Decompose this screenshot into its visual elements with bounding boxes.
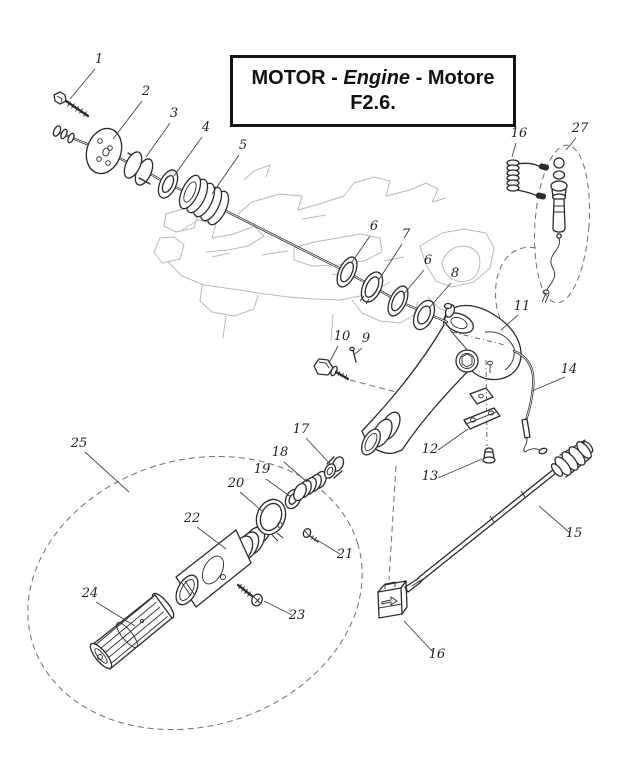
part-label-2-1: 2 <box>141 84 150 99</box>
leader-line-4-3 <box>173 136 203 177</box>
leader-line-15-17 <box>538 505 571 534</box>
title-line-2: F2.6. <box>350 92 396 114</box>
leader-line-19-22 <box>265 478 292 498</box>
part-label-20-23: 20 <box>227 476 245 491</box>
leader-line-27-10 <box>565 137 577 151</box>
screw-21 <box>302 528 319 543</box>
pin-screw <box>349 346 357 363</box>
part-label-25-19: 25 <box>70 436 88 451</box>
washer-plate-disc <box>85 127 123 175</box>
leader-line-23-26 <box>263 600 293 616</box>
part-label-5-4: 5 <box>239 138 247 153</box>
friction-bushing <box>323 456 345 479</box>
leader-line-13-16 <box>437 458 483 479</box>
bushing-spacer <box>123 151 154 186</box>
part-label-1-0: 1 <box>95 52 103 67</box>
part-label-24-27: 24 <box>81 586 99 601</box>
leader-line-20-23 <box>239 491 263 512</box>
leader-line-2-1 <box>112 100 143 140</box>
part-label-15-17: 15 <box>566 526 583 541</box>
part-label-12-15: 12 <box>422 442 439 457</box>
leader-line-12-15 <box>437 428 469 451</box>
spring-18 <box>293 470 327 502</box>
leader-line-14-14 <box>531 376 566 392</box>
part-label-11-11: 11 <box>514 299 531 314</box>
leader-line-21-24 <box>316 539 341 555</box>
part-label-17-20: 17 <box>293 422 310 437</box>
part-label-3-2: 3 <box>170 106 178 121</box>
leader-line-10-12 <box>328 345 339 364</box>
throttle-cable <box>512 349 548 455</box>
tiller-housing <box>361 302 522 456</box>
o-ring-6b <box>387 285 409 317</box>
bolt-13 <box>482 447 496 464</box>
screw-23 <box>236 583 263 607</box>
part-label-9-13: 9 <box>362 331 370 346</box>
snap-ring <box>359 271 384 305</box>
coil-spring-small <box>506 159 550 200</box>
kill-switch <box>541 157 568 304</box>
part-label-13-16: 13 <box>422 469 439 484</box>
leader-line-22-25 <box>196 526 227 550</box>
title-segment-italic: Engine <box>343 67 411 89</box>
part-label-4-3: 4 <box>201 120 210 135</box>
grip-assembly-dashed-ellipse <box>27 455 363 731</box>
title-segment-1: MOTOR - <box>251 67 344 89</box>
title-line-1: MOTOR - Engine - Motore <box>252 66 495 91</box>
part-label-18-21: 18 <box>272 445 289 460</box>
leader-line-3-2 <box>145 122 171 158</box>
leader-line-16-9 <box>511 142 517 158</box>
kill-switch-connector-dashed-line <box>495 246 537 319</box>
coil-spring-large <box>178 174 230 226</box>
leader-line-11-11 <box>500 314 519 331</box>
leader-line-24-27 <box>95 601 136 627</box>
leader-line-16-18 <box>403 620 434 653</box>
link-rod <box>404 439 594 593</box>
hex-bolt <box>53 91 90 118</box>
rubber-grip <box>89 592 175 670</box>
leader-line-5-4 <box>211 154 240 195</box>
part-label-27-10: 27 <box>571 121 589 136</box>
collar-ring <box>255 498 287 542</box>
part-label-22-25: 22 <box>183 511 201 526</box>
leader-line-6-7 <box>402 269 425 296</box>
leader-line-18-21 <box>283 461 308 483</box>
kill-switch-dashed-ellipse <box>534 144 590 304</box>
part-label-16-9: 16 <box>511 126 528 141</box>
bracket-plate <box>463 407 501 430</box>
leader-line-7-6 <box>377 243 403 282</box>
title-segment-2: - Motore <box>410 67 495 89</box>
part-label-7-6: 7 <box>402 227 411 242</box>
title-box: MOTOR - Engine - Motore F2.6. <box>230 55 516 127</box>
part-label-10-12: 10 <box>334 329 351 344</box>
part-label-21-24: 21 <box>336 547 354 562</box>
part-label-19-22: 19 <box>254 462 271 477</box>
engine-block-sketch <box>153 164 495 342</box>
clamp-block <box>377 580 408 619</box>
part-label-8-8: 8 <box>451 266 459 281</box>
o-ring-4 <box>157 169 179 199</box>
leader-line-6-5 <box>351 235 371 263</box>
part-label-6-5: 6 <box>370 219 378 234</box>
leader-line-17-20 <box>305 437 332 466</box>
part-label-16-18: 16 <box>429 647 446 662</box>
part-label-14-14: 14 <box>561 362 578 377</box>
part-label-23-26: 23 <box>288 608 306 623</box>
clamp-block-connector-dashed-line <box>388 465 397 581</box>
leader-line-1-0 <box>69 68 96 100</box>
o-ring-6a <box>336 256 358 288</box>
leader-line-8-8 <box>428 282 452 309</box>
leader-line-25-19 <box>84 451 130 493</box>
leader-line-9-13 <box>354 347 363 355</box>
part-label-6-7: 6 <box>424 253 432 268</box>
thumb-screw <box>313 358 350 381</box>
throttle-grip-tube <box>175 522 272 608</box>
